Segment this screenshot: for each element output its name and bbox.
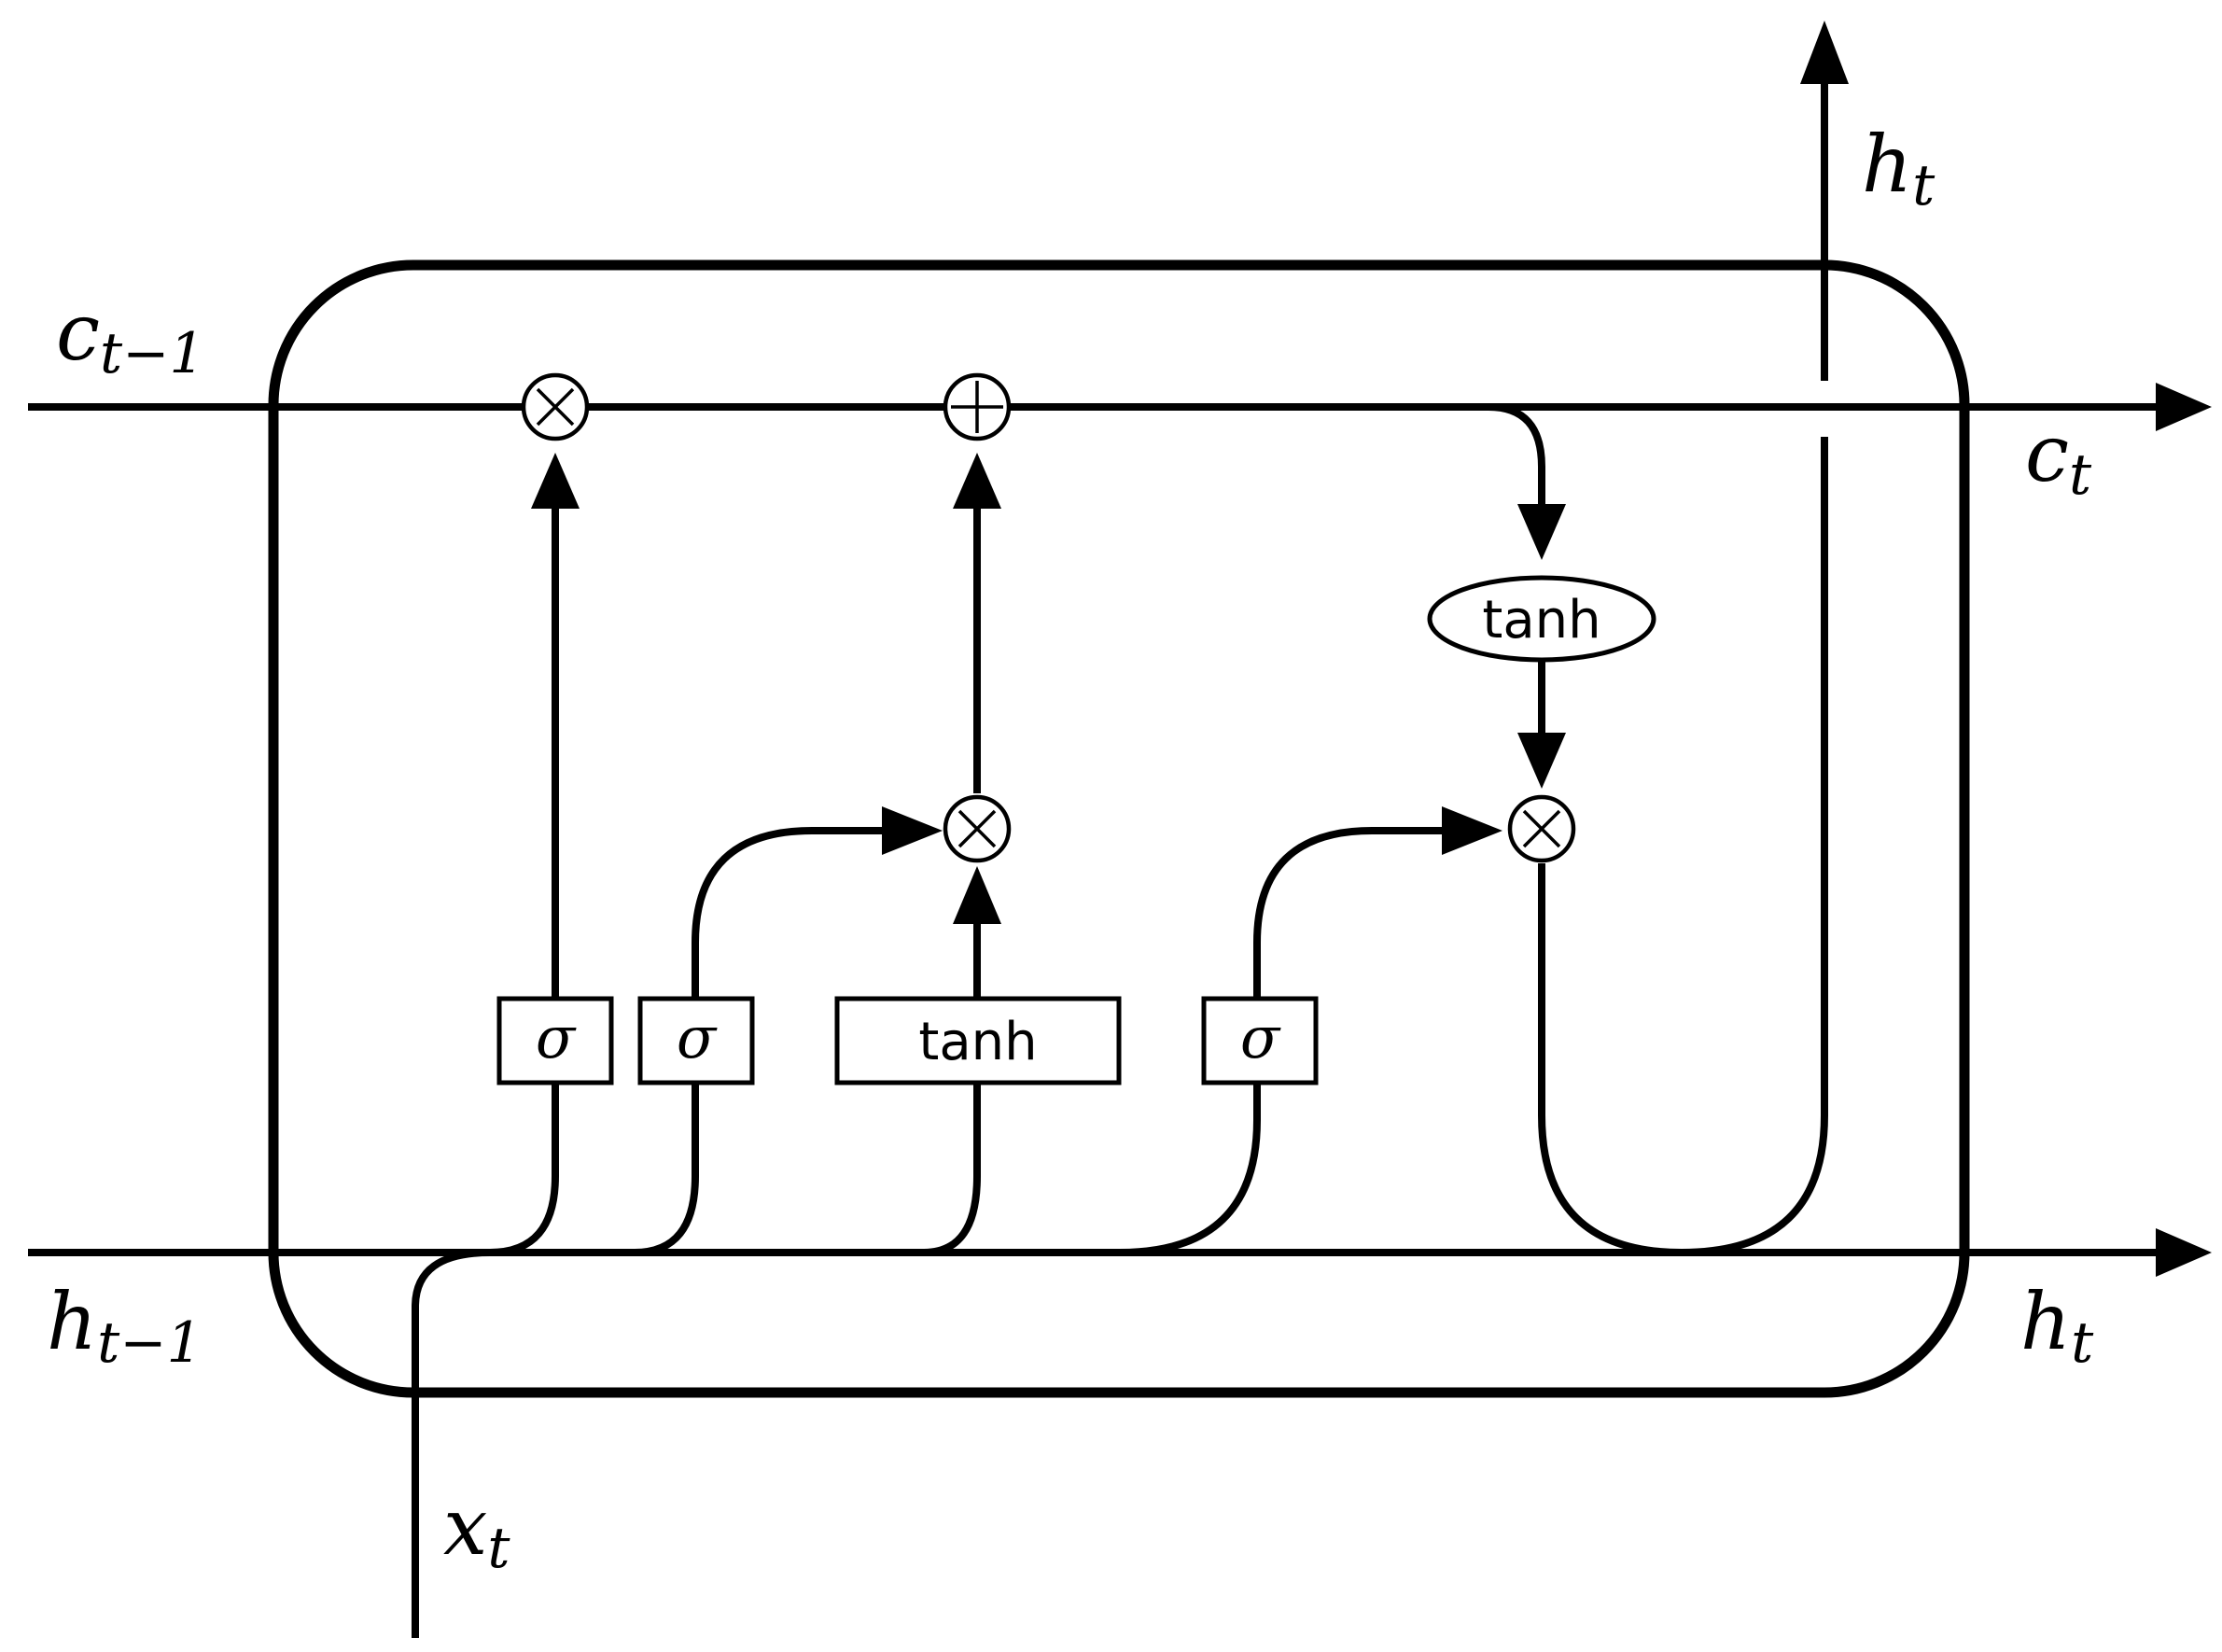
- forget-gate-label: σ: [536, 1003, 577, 1071]
- candidate-box: [834, 996, 1122, 1085]
- output-u-path: [1538, 437, 1828, 1256]
- input-multiply-op: [943, 794, 1012, 863]
- output-gate-arrow-line: [1253, 827, 1446, 999]
- c-next-label: ct: [2025, 408, 2092, 508]
- output-multiply-op: [1507, 794, 1576, 863]
- cell-tanh-ellipse: [1427, 575, 1656, 663]
- output-gate-wire: [933, 1083, 1261, 1256]
- output-gate-label: σ: [1240, 1003, 1281, 1071]
- cell-to-tanh-arrowhead: [1517, 504, 1566, 560]
- forget-gate-arrowhead: [531, 453, 580, 509]
- forget-multiply-op: [521, 372, 590, 441]
- candidate-wire: [923, 1083, 981, 1256]
- tanh-to-mult-arrowhead: [1517, 733, 1566, 789]
- h-next-arrowhead: [2156, 1228, 2212, 1277]
- cell-add-op: [943, 372, 1012, 441]
- input-gate-arrow-line: [692, 827, 887, 999]
- forget-gate-box: [496, 996, 614, 1085]
- output-gate-box: [1201, 996, 1319, 1085]
- c-next-arrowhead: [2156, 383, 2212, 431]
- input-gate-label: σ: [677, 1003, 718, 1071]
- candidate-label: tanh: [918, 1012, 1037, 1072]
- input-gate-box: [637, 996, 755, 1085]
- cell-to-tanh-line: [1488, 403, 1545, 504]
- h-next-label: ht: [2020, 1276, 2094, 1376]
- h-prev-label: ht−1: [47, 1276, 203, 1376]
- forget-gate-wire: [489, 1083, 559, 1256]
- x-input-line: [412, 1249, 491, 1638]
- h-out-top-arrowhead: [1800, 21, 1849, 84]
- c-prev-label: ct−1: [56, 287, 205, 386]
- output-gate-arrowhead: [1442, 806, 1502, 855]
- cell-boundary: [268, 259, 1970, 1398]
- input-gate-wire: [634, 1083, 699, 1256]
- h-out-top-label: ht: [1862, 119, 1936, 218]
- update-arrowhead: [953, 453, 1001, 509]
- input-gate-arrowhead: [882, 806, 943, 855]
- cell-tanh-label: tanh: [1482, 590, 1600, 651]
- x-input-label: xt: [443, 1481, 510, 1581]
- candidate-arrowhead: [953, 866, 1001, 924]
